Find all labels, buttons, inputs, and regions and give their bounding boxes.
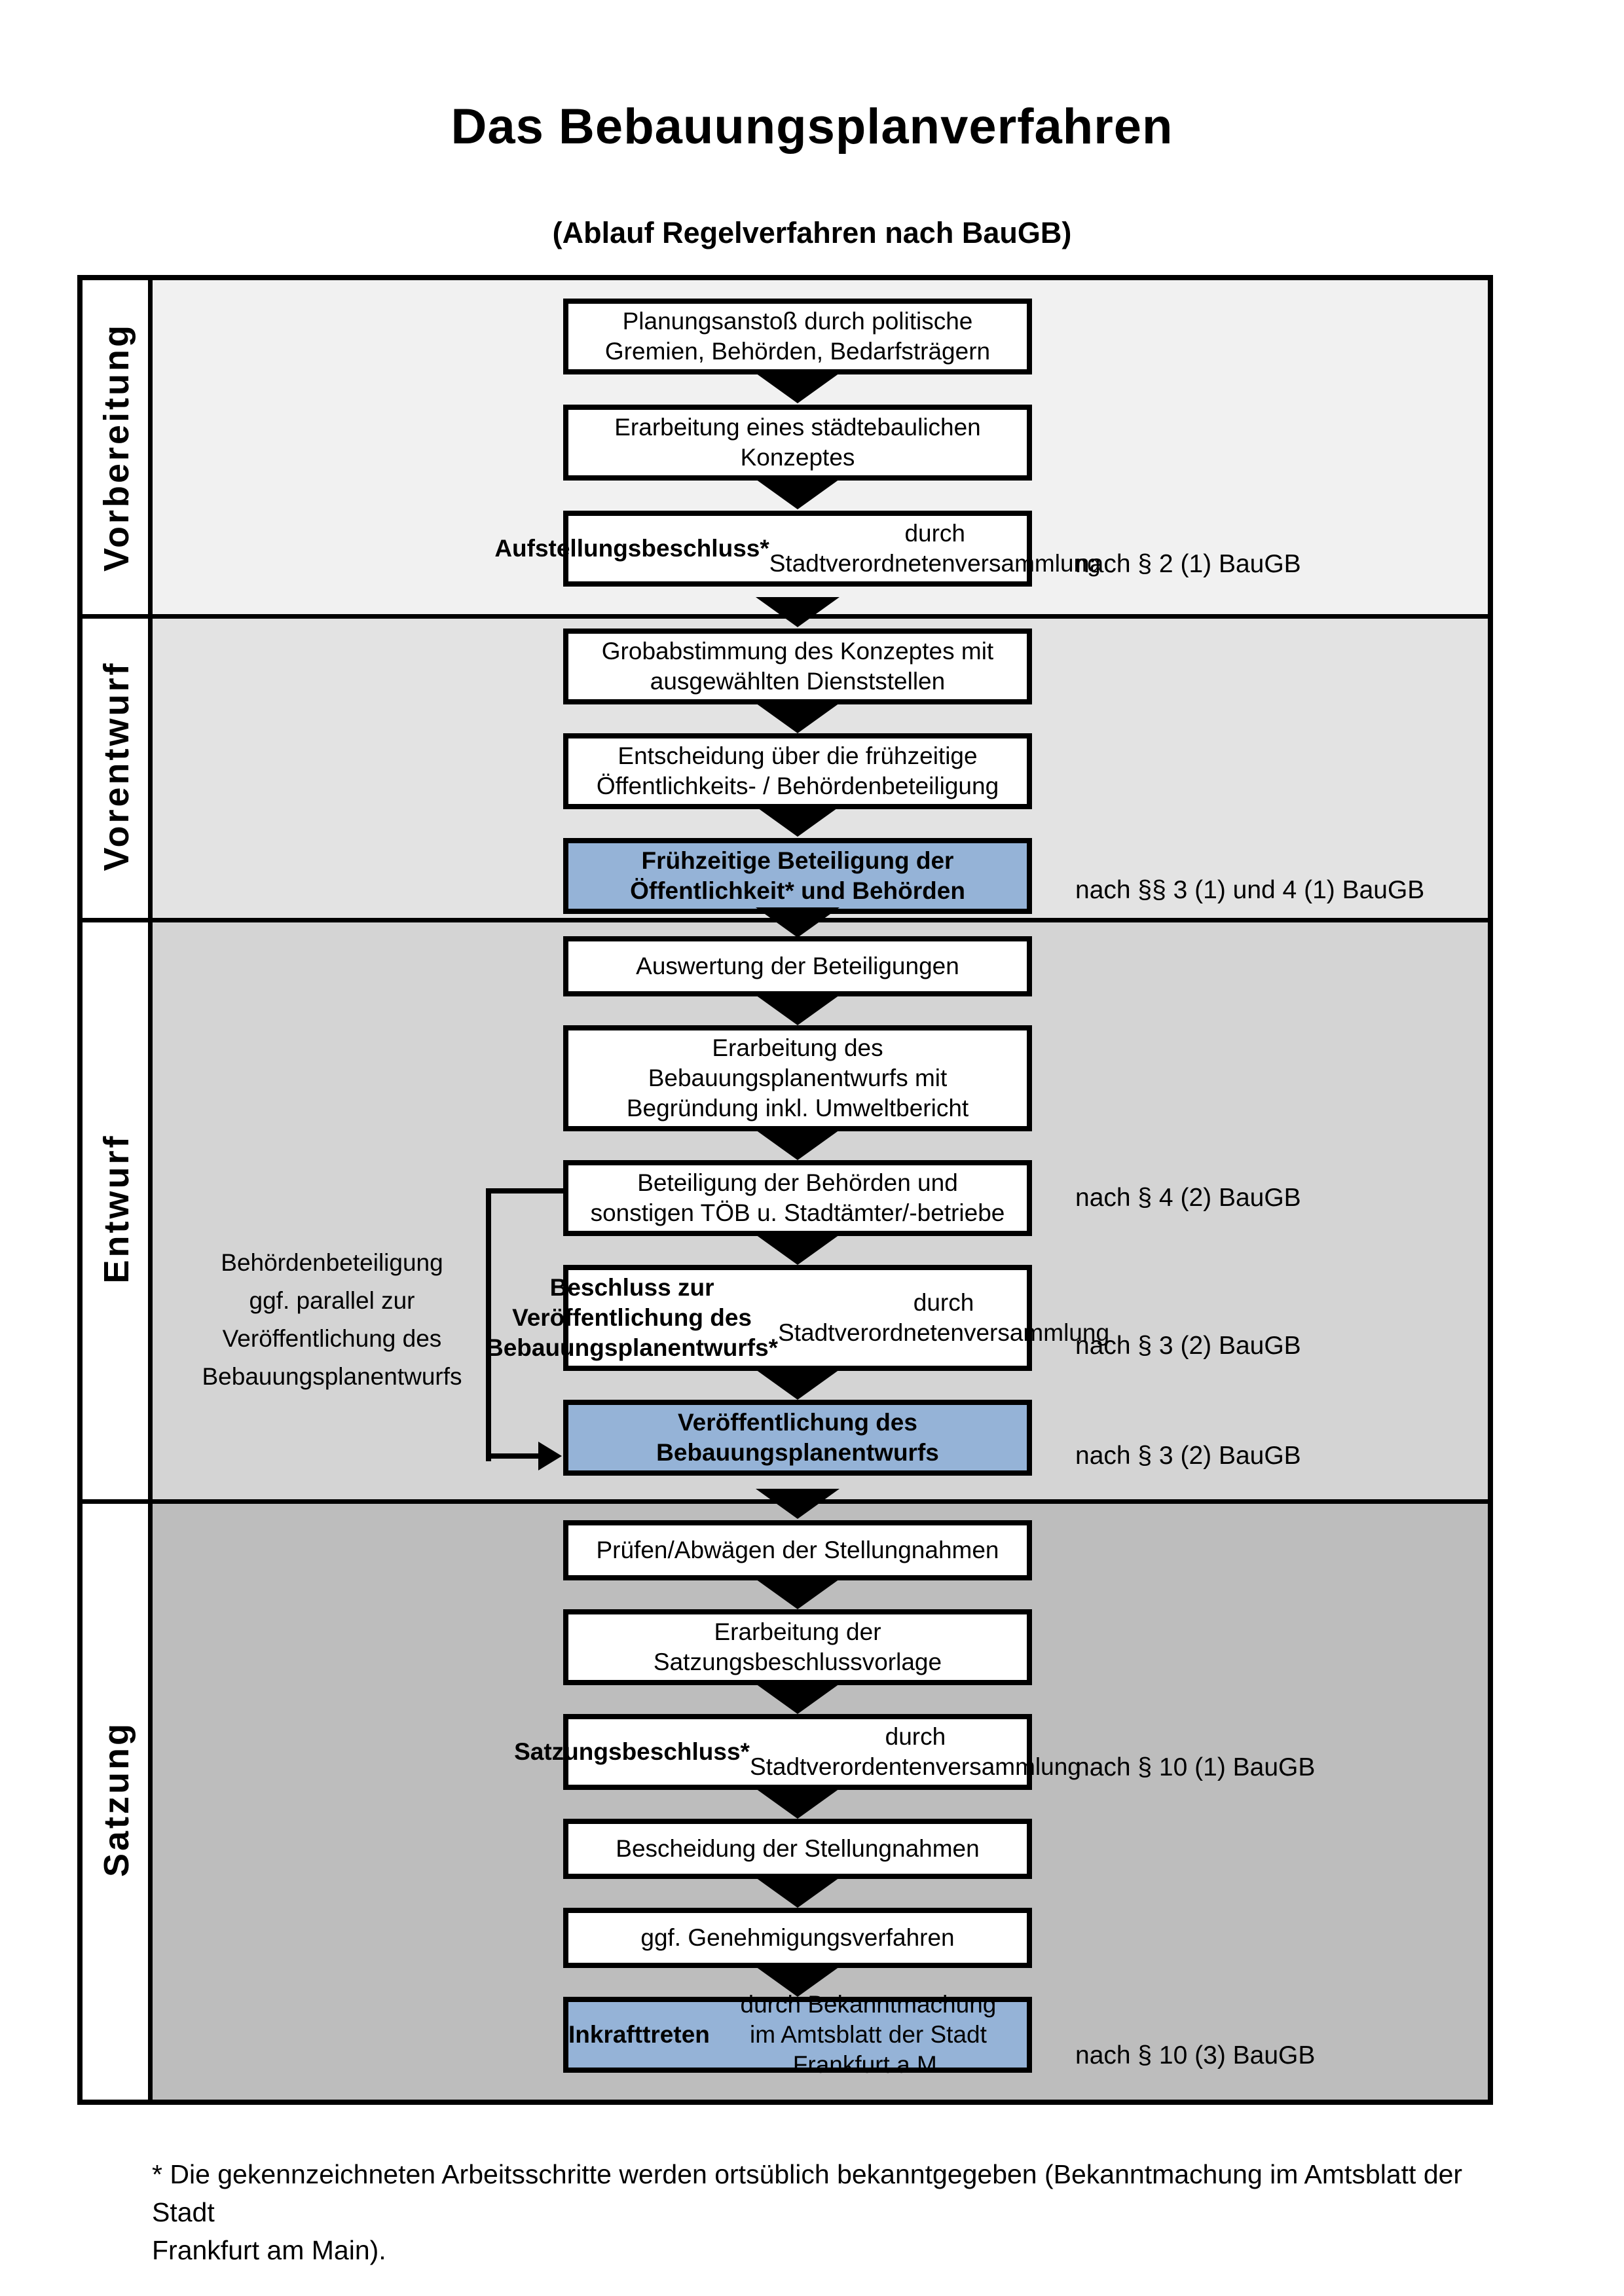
arrow-down-icon (756, 1489, 840, 1519)
page-title: Das Bebauungsplanverfahren (451, 99, 1173, 155)
connector-arrow-right-icon (538, 1442, 562, 1470)
legal-reference: nach § 10 (1) BauGB (1075, 1753, 1316, 1781)
phase-label-entwurf: Entwurf (97, 1133, 136, 1284)
process-box-aufstellungsbeschluss: Aufstellungsbeschluss* durch Stadtverord… (494, 511, 1101, 587)
process-box-veroeffentlichung-entwurf: Veröffentlichung des Bebauungsplanentwur… (563, 1400, 1032, 1476)
arrow-down-icon (756, 995, 840, 1025)
phase-label-vorentwurf: Vorentwurf (97, 661, 136, 871)
process-box-staedtebauliches-konzept: Erarbeitung eines städtebaulichen Konzep… (563, 405, 1032, 481)
legal-reference: nach § 3 (2) BauGB (1075, 1332, 1301, 1360)
arrow-down-icon (756, 907, 840, 938)
process-box-entscheidung-fruehzeitig: Entscheidung über die frühzeitige Öffent… (563, 733, 1032, 809)
legal-reference: nach § 10 (3) BauGB (1075, 2041, 1316, 2069)
legal-reference: nach § 4 (2) BauGB (1075, 1184, 1301, 1212)
arrow-down-icon (756, 597, 840, 627)
process-box-genehmigungsverfahren: ggf. Genehmigungsverfahren (563, 1908, 1032, 1968)
phase-cell-entwurf (83, 922, 153, 1499)
process-box-beschluss-veroeffentlichung: Beschluss zur Veröffentlichung des Bebau… (486, 1265, 1109, 1371)
process-box-inkrafttreten: Inkrafttreten durch Bekanntmachung im Am… (563, 1991, 1032, 2078)
process-box-erarbeitung-bebauungsplanentwurf: Erarbeitung des Bebauungsplanentwurfs mi… (563, 1025, 1032, 1131)
arrow-down-icon (756, 1878, 840, 1908)
phase-cell-satzung (83, 1504, 153, 2100)
arrow-down-icon (756, 1370, 840, 1400)
parallel-procedure-annotation: Behördenbeteiligung ggf. parallel zur Ve… (202, 1249, 462, 1390)
arrow-down-icon (756, 1967, 840, 1997)
arrow-down-icon (756, 1130, 840, 1160)
arrow-down-icon (756, 807, 840, 837)
arrow-down-icon (756, 373, 840, 403)
legal-reference: nach §§ 3 (1) und 4 (1) BauGB (1075, 876, 1425, 904)
process-box-bescheidung-stellungnahmen: Bescheidung der Stellungnahmen (563, 1819, 1032, 1879)
connector-line-top (486, 1188, 563, 1194)
arrow-down-icon (756, 1789, 840, 1819)
connector-line-vertical (486, 1188, 491, 1461)
process-box-planungsanstoss: Planungsanstoß durch politische Gremien,… (563, 299, 1032, 374)
phase-cell-vorentwurf (83, 619, 153, 918)
footnote: * Die gekennzeichneten Arbeitsschritte w… (152, 2159, 1463, 2265)
process-box-satzungsbeschluss: Satzungsbeschluss* durch Stadtverordente… (514, 1714, 1081, 1790)
process-box-pruefen-abwaegen: Prüfen/Abwägen der Stellungnahmen (563, 1520, 1032, 1580)
arrow-down-icon (756, 703, 840, 733)
page-subtitle: (Ablauf Regelverfahren nach BauGB) (552, 216, 1072, 249)
phase-label-satzung: Satzung (97, 1721, 136, 1877)
arrow-down-icon (756, 1684, 840, 1714)
process-box-satzungsbeschlussvorlage: Erarbeitung der Satzungsbeschlussvorlage (563, 1609, 1032, 1685)
arrow-down-icon (756, 1579, 840, 1609)
legal-reference: nach § 3 (2) BauGB (1075, 1442, 1301, 1470)
connector-line-bottom (486, 1453, 541, 1459)
process-box-fruehzeitige-beteiligung: Frühzeitige Beteiligung der Öffentlichke… (563, 838, 1032, 914)
process-box-auswertung-beteiligungen: Auswertung der Beteiligungen (563, 936, 1032, 996)
arrow-down-icon (756, 1235, 840, 1265)
legal-reference: nach § 2 (1) BauGB (1075, 550, 1301, 578)
phase-cell-vorbereitung (83, 280, 153, 614)
process-box-beteiligung-behoerden-toeb: Beteiligung der Behörden und sonstigen T… (563, 1160, 1032, 1236)
phase-label-vorbereitung: Vorbereitung (97, 322, 136, 572)
arrow-down-icon (756, 479, 840, 509)
process-box-grobabstimmung: Grobabstimmung des Konzeptes mit ausgewä… (563, 629, 1032, 704)
